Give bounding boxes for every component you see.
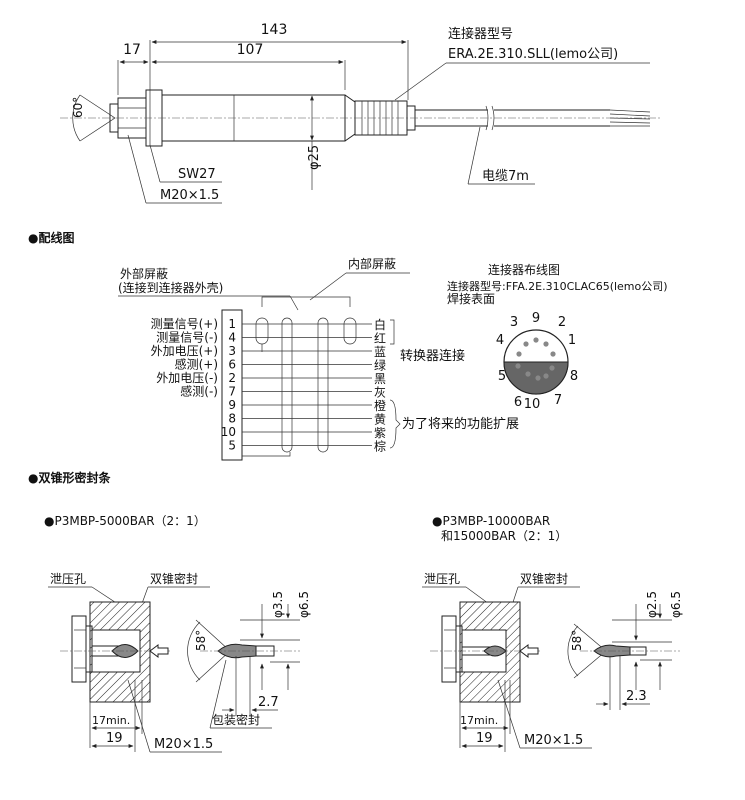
pin-label: 7 <box>554 393 562 408</box>
sensor-drawing: 143 107 17 60° <box>60 22 660 204</box>
wire-color: 灰 <box>374 386 386 400</box>
pin-label: 5 <box>498 369 506 384</box>
seal-right-angle: 58° <box>570 630 584 651</box>
wire-color: 白 <box>374 317 386 332</box>
wire-color: 蓝 <box>374 345 386 359</box>
seal-right-min-depth: 17min. <box>460 714 498 727</box>
seal-right-title-2: 和15000BAR（2：1） <box>441 529 567 543</box>
wrench-size: SW27 <box>178 167 216 182</box>
seal-right-d1: φ2.5 <box>645 591 659 618</box>
dim-body: 107 <box>237 42 264 58</box>
outer-shield-label: 外部屏蔽 <box>120 266 168 281</box>
connector-pin <box>550 351 556 357</box>
pin-number: 5 <box>228 439 236 453</box>
signal-name: 外加电压(-) <box>156 371 218 385</box>
relief-hole-label-right: 泄压孔 <box>424 572 460 586</box>
seal-left-drawing: 泄压孔 双锥密封 17min. 19 M20×1.5 58° <box>48 571 311 753</box>
connector-pin <box>543 373 549 379</box>
seal-left-thread: M20×1.5 <box>154 737 213 752</box>
pin-number: 1 <box>228 317 236 331</box>
connector-pin <box>523 341 529 347</box>
double-cone-seal-label: 双锥密封 <box>150 571 198 586</box>
signal-name: 感测(+) <box>175 357 218 372</box>
seal-left-min-depth: 17min. <box>92 714 130 727</box>
pin-number: 9 <box>228 398 236 412</box>
wire-color: 橙 <box>374 398 386 413</box>
connector-pin <box>533 337 539 343</box>
seal-left-d1: φ3.5 <box>271 591 285 618</box>
wire-color: 黑 <box>374 372 386 386</box>
wire-color: 棕 <box>374 439 386 454</box>
pin-label: 1 <box>568 333 576 348</box>
wire-color: 黄 <box>374 413 386 427</box>
connector-layout-model: 连接器型号:FFA.2E.310CLAC65(lemo公司) <box>447 279 668 293</box>
signal-name: 外加电压(+) <box>151 344 218 358</box>
wiring-diagram: 外部屏蔽 (连接到连接器外壳) 内部屏蔽 1 白 测量信号(+) 4 红 测量信号(-) 3… <box>118 256 519 461</box>
pin-label: 10 <box>524 397 541 412</box>
dim-total: 143 <box>261 22 288 38</box>
wire-color: 紫 <box>374 426 386 440</box>
pin-number: 2 <box>228 371 236 385</box>
pin-number: 7 <box>228 385 236 399</box>
seal-left-title: ●P3MBP-5000BAR（2：1） <box>44 514 206 528</box>
seal-left-depth: 19 <box>106 731 123 746</box>
seal-left-len: 2.7 <box>258 695 279 710</box>
connector-model: ERA.2E.310.SLL(lemo公司) <box>448 47 618 62</box>
pin-label: 4 <box>496 333 504 348</box>
angle-60: 60° <box>71 97 85 118</box>
cable-length: 电缆7m <box>482 168 529 184</box>
pin-label: 9 <box>532 311 540 326</box>
connector-pin <box>515 363 521 369</box>
pin-label: 6 <box>514 395 522 410</box>
signal-name: 感测(-) <box>180 384 218 399</box>
connector-label: 连接器型号 <box>448 26 513 42</box>
connector-pin <box>535 375 541 381</box>
connector-layout: 连接器布线图 连接器型号:FFA.2E.310CLAC65(lemo公司) 焊接… <box>447 262 668 412</box>
dim-hex: 17 <box>123 42 141 58</box>
seal-section-title: ●双锥形密封条 <box>28 470 111 485</box>
relief-hole-label: 泄压孔 <box>50 572 86 586</box>
signal-name: 测量信号(-) <box>156 331 218 345</box>
wire-color: 绿 <box>374 358 386 373</box>
connector-layout-face: 焊接表面 <box>447 291 495 306</box>
wire-color: 红 <box>374 331 386 346</box>
thread-spec: M20×1.5 <box>160 188 219 203</box>
converter-note: 转换器连接 <box>400 348 465 364</box>
seal-right-len: 2.3 <box>626 689 647 704</box>
double-cone-seal-label-right: 双锥密封 <box>520 571 568 586</box>
diameter-25: φ25 <box>307 145 322 170</box>
connector-pin <box>516 351 522 357</box>
seal-right-drawing: 泄压孔 双锥密封 17min. 19 M20×1.5 58° <box>422 571 683 752</box>
pin-number: 8 <box>228 412 236 426</box>
pin-number: 3 <box>228 344 236 358</box>
seal-right-d2: φ6.5 <box>669 591 683 618</box>
package-seal-label: 包装密封 <box>212 712 260 727</box>
pin-number: 4 <box>228 331 236 345</box>
wiring-section-title: ●配线图 <box>28 230 74 245</box>
seal-right-thread: M20×1.5 <box>524 733 583 748</box>
connector-pin <box>525 371 531 377</box>
seal-left-d2: φ6.5 <box>297 591 311 618</box>
pin-number: 6 <box>228 358 236 372</box>
pin-label: 3 <box>510 315 518 330</box>
outer-shield-note: (连接到连接器外壳) <box>118 280 223 295</box>
signal-name: 测量信号(+) <box>151 317 218 331</box>
reserved-note: 为了将来的功能扩展 <box>402 416 519 432</box>
pin-label: 8 <box>570 369 578 384</box>
pin-label: 2 <box>558 315 566 330</box>
connector-layout-title: 连接器布线图 <box>488 262 560 277</box>
seal-right-title-1: ●P3MBP-10000BAR <box>432 514 550 528</box>
connector-pin <box>543 341 549 347</box>
pin-number: 10 <box>221 425 236 439</box>
inner-shield-label: 内部屏蔽 <box>348 256 396 271</box>
connector-pin <box>549 365 555 371</box>
seal-left-angle: 58° <box>194 630 208 651</box>
seal-right-depth: 19 <box>476 731 493 746</box>
